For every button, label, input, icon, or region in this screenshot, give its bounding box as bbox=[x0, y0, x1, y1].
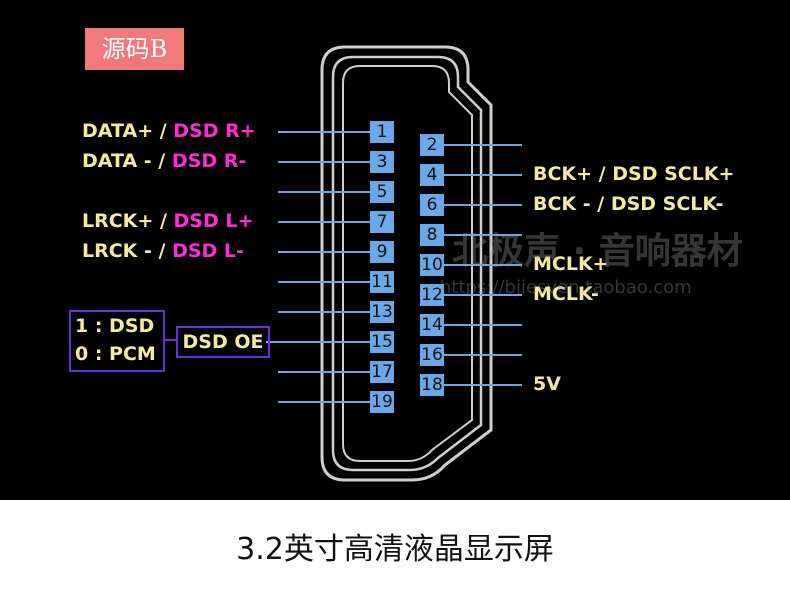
dsd-pcm-mode-box: 1 : DSD 0 : PCM bbox=[69, 310, 165, 372]
pin-4-lead bbox=[444, 174, 522, 176]
pin-3-label-pcm: DATA - / bbox=[82, 150, 172, 172]
watermark-shop-url: https://bjiesven.taobao.com bbox=[440, 277, 692, 298]
pin-9-lead bbox=[278, 251, 370, 253]
pin-16: 16 bbox=[420, 344, 444, 366]
pin-3-label: DATA - / DSD R- bbox=[82, 150, 246, 172]
display-caption: 3.2英寸高清液晶显示屏 bbox=[0, 500, 790, 605]
pin-12-label: MCLK- bbox=[533, 283, 599, 305]
pin-7-label-pcm: LRCK+ / bbox=[82, 210, 174, 232]
pin-14-lead bbox=[444, 324, 522, 326]
pin-19-lead bbox=[278, 401, 370, 403]
pin-17: 17 bbox=[370, 361, 394, 383]
pin-6-label: BCK - / DSD SCLK- bbox=[533, 193, 724, 215]
mode-pcm-line: 0 : PCM bbox=[75, 343, 156, 365]
pin-9-label-dsd: DSD L- bbox=[172, 240, 244, 262]
pin-1: 1 bbox=[370, 121, 394, 143]
pin-1-label: DATA+ / DSD R+ bbox=[82, 120, 256, 142]
pin-19: 19 bbox=[370, 391, 394, 413]
pin-9-label-pcm: LRCK - / bbox=[82, 240, 173, 262]
source-code-badge: 源码B bbox=[85, 28, 184, 70]
pin-13: 13 bbox=[370, 301, 394, 323]
pin-18-label: 5V bbox=[533, 373, 561, 395]
pin-1-label-pcm: DATA+ / bbox=[82, 120, 174, 142]
pin-9: 9 bbox=[370, 241, 394, 263]
pin-16-lead bbox=[444, 354, 522, 356]
pin-6: 6 bbox=[420, 194, 444, 216]
pin-6-lead bbox=[444, 204, 522, 206]
pin-15: 15 bbox=[370, 331, 394, 353]
pin-9-label: LRCK - / DSD L- bbox=[82, 240, 244, 262]
pin-11: 11 bbox=[370, 271, 394, 293]
pin-2-lead bbox=[444, 144, 522, 146]
pin-18: 18 bbox=[420, 374, 444, 396]
pin-8-lead bbox=[444, 234, 522, 236]
hdmi-connector-outline bbox=[320, 45, 493, 482]
pin-2: 2 bbox=[420, 134, 444, 156]
mode-dsd-line: 1 : DSD bbox=[75, 315, 155, 337]
pin-3: 3 bbox=[370, 151, 394, 173]
pin-7-label-dsd: DSD L+ bbox=[173, 210, 254, 232]
pin-10-lead bbox=[444, 264, 522, 266]
pin-13-lead bbox=[278, 311, 370, 313]
pin-12: 12 bbox=[420, 284, 444, 306]
hdmi-pinout-diagram: 源码B 1 3 5 7 9 11 13 15 17 19 2 4 6 8 10 … bbox=[0, 0, 790, 500]
pin-7-lead bbox=[278, 221, 370, 223]
pin-8: 8 bbox=[420, 224, 444, 246]
pin-4-label: BCK+ / DSD SCLK+ bbox=[533, 163, 735, 185]
pin-3-label-dsd: DSD R- bbox=[171, 150, 247, 172]
pin-11-lead bbox=[278, 281, 370, 283]
dsd-oe-label-box: DSD OE bbox=[176, 326, 270, 358]
pin-12-lead bbox=[444, 294, 522, 296]
pin-18-lead bbox=[444, 384, 522, 386]
pin-10-label: MCLK+ bbox=[533, 253, 609, 275]
pin-7: 7 bbox=[370, 211, 394, 233]
pin-4: 4 bbox=[420, 164, 444, 186]
watermark-shop-name: 北极声 · 音响器材 bbox=[452, 231, 743, 272]
pin-1-label-dsd: DSD R+ bbox=[173, 120, 256, 142]
pin-5: 5 bbox=[370, 181, 394, 203]
pin-5-lead bbox=[278, 191, 370, 193]
mode-connector-line bbox=[163, 339, 176, 341]
pin-14: 14 bbox=[420, 314, 444, 336]
pin-1-lead bbox=[278, 131, 370, 133]
pin-7-label: LRCK+ / DSD L+ bbox=[82, 210, 253, 232]
pin-17-lead bbox=[278, 371, 370, 373]
pin-15-lead bbox=[266, 341, 370, 343]
pin-3-lead bbox=[278, 161, 370, 163]
pin-10: 10 bbox=[420, 254, 444, 276]
